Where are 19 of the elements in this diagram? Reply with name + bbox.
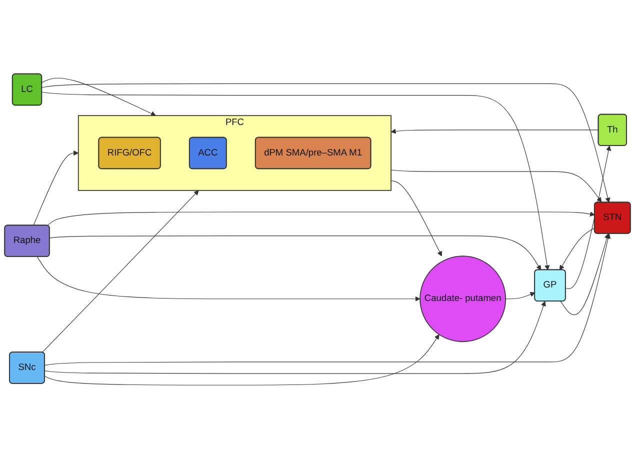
arrow xyxy=(41,78,156,116)
arrow xyxy=(390,180,442,256)
arrow xyxy=(42,83,610,203)
arrow xyxy=(36,256,420,302)
arrow xyxy=(560,228,595,270)
arrow xyxy=(33,150,79,226)
arrow xyxy=(44,234,611,366)
arrow xyxy=(44,334,440,386)
arrow xyxy=(390,170,602,202)
arrow xyxy=(505,292,536,300)
arrow xyxy=(44,301,546,374)
arrow xyxy=(49,236,542,270)
arrow xyxy=(565,146,612,289)
arrow xyxy=(560,234,610,316)
node-circle: Caudate- putamen xyxy=(420,256,506,342)
arrow xyxy=(42,190,199,352)
arrow xyxy=(390,128,599,134)
arrow xyxy=(42,92,550,270)
arrow xyxy=(46,212,595,226)
